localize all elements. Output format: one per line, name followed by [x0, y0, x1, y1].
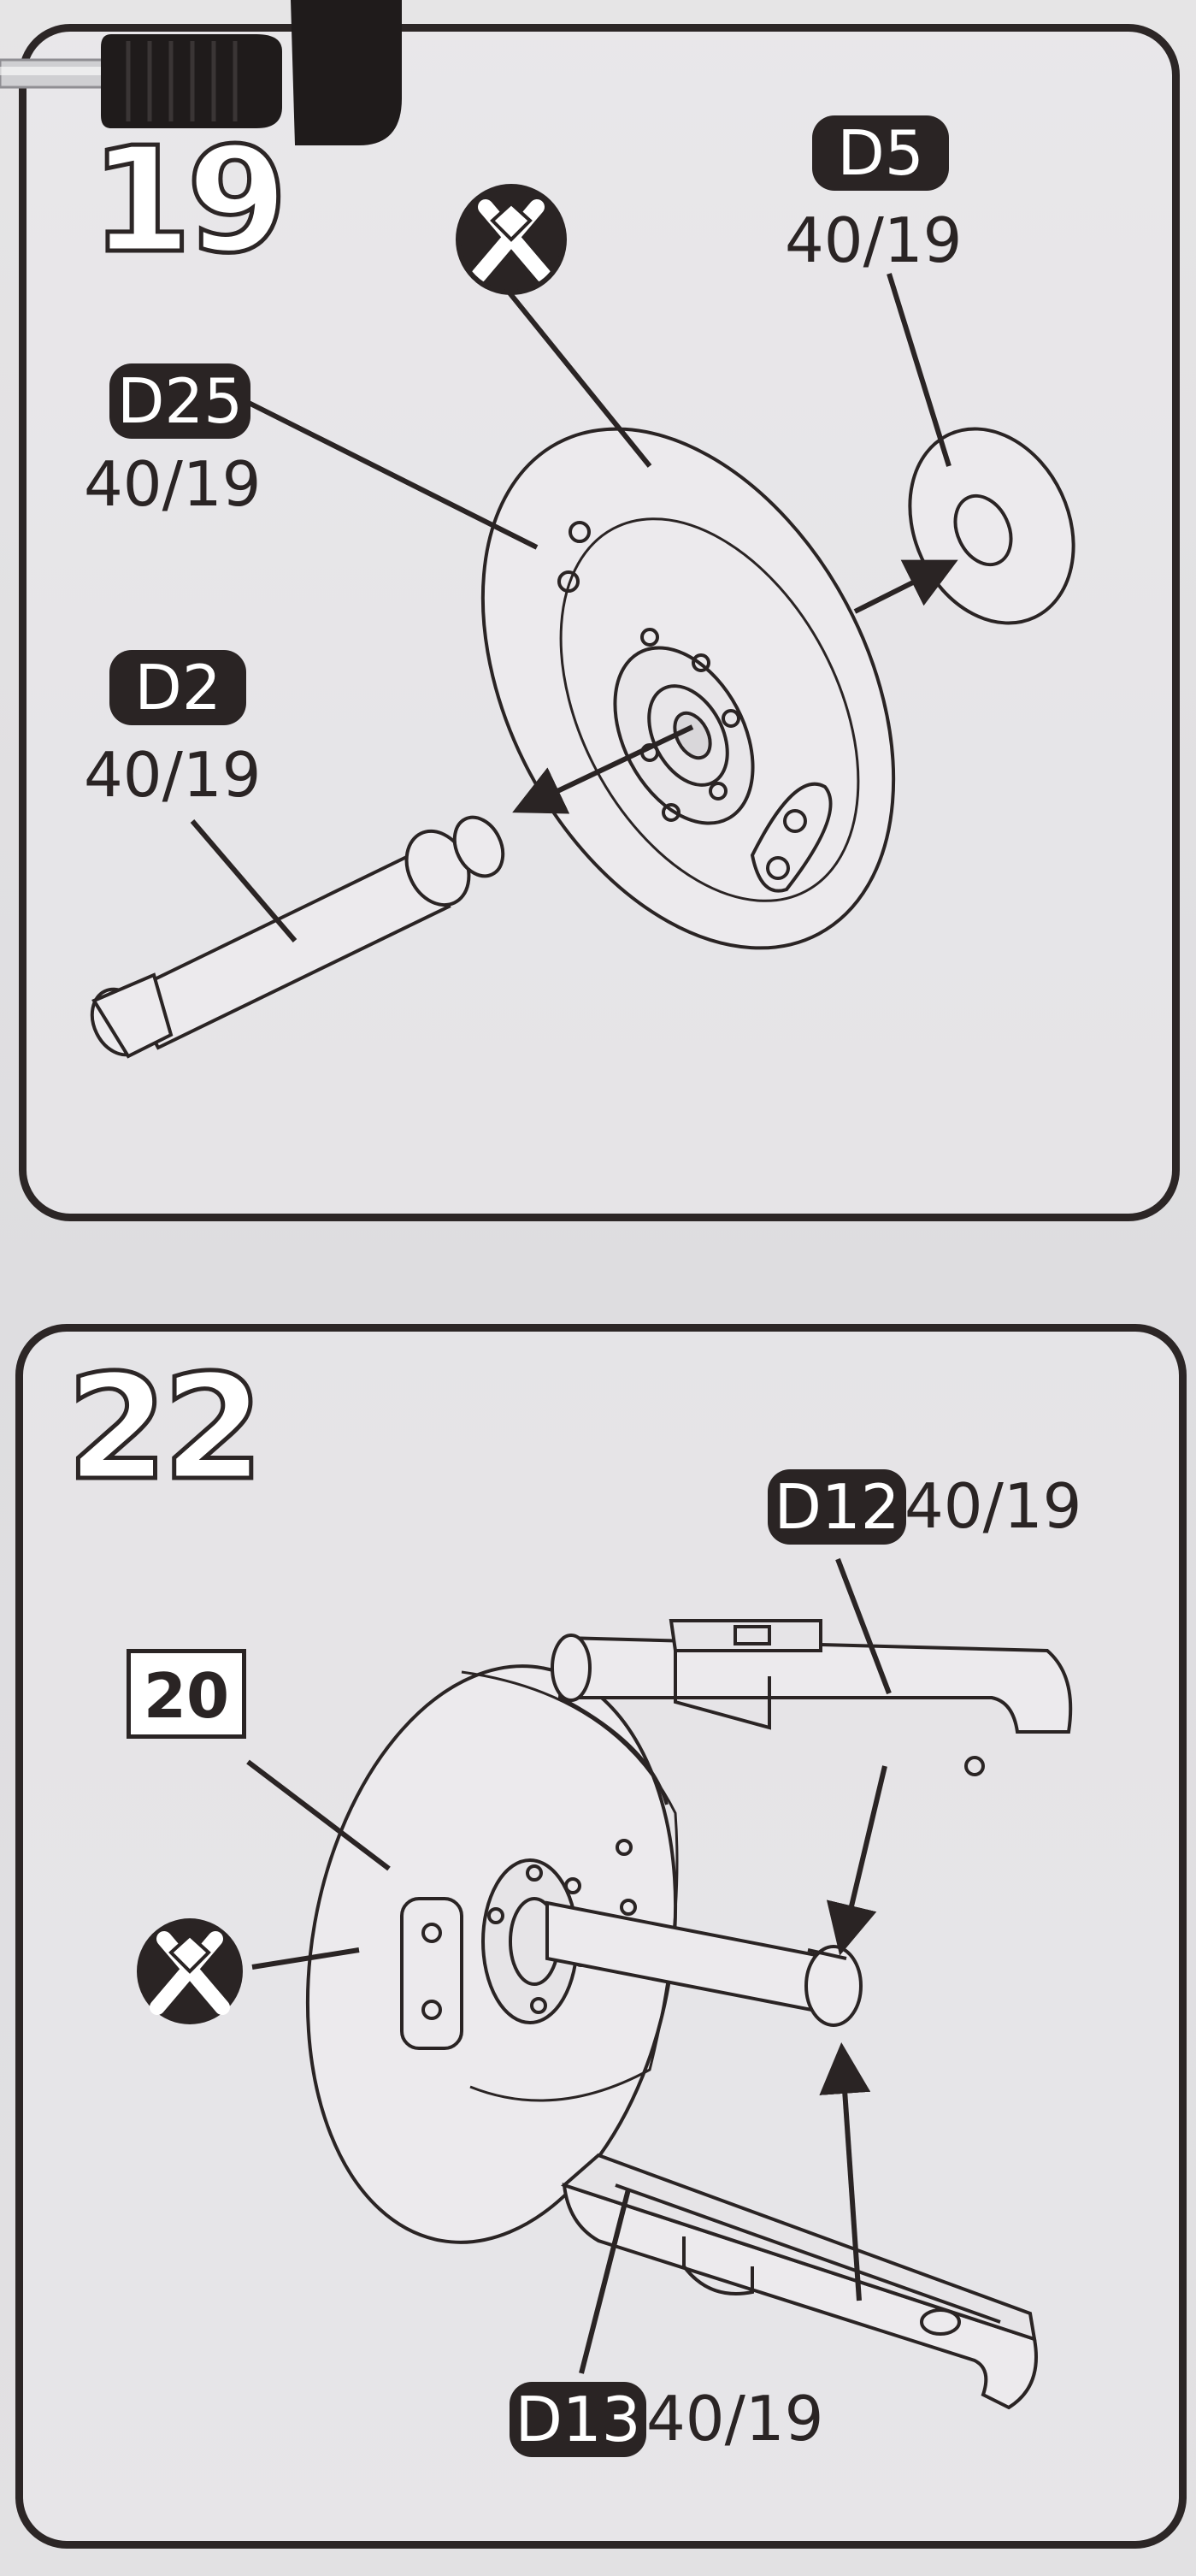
- housing-d13: [561, 2153, 1038, 2410]
- no-glue-icon: [456, 184, 567, 295]
- reference-step-box: 20: [127, 1649, 246, 1739]
- part-badge-d12: D12: [768, 1469, 906, 1545]
- part-badge-d5: D5: [812, 115, 949, 191]
- no-glue-icon: [137, 1918, 243, 2024]
- part-ref-d5: 40/19: [785, 204, 963, 276]
- step-22-drawing: [246, 1557, 1073, 2410]
- washer-d5: [908, 427, 1075, 625]
- part-badge-d25: D25: [109, 363, 250, 439]
- assembled-wheel: [305, 1664, 679, 2244]
- wheel-disc: [480, 427, 896, 950]
- part-ref-d13: 40/19: [646, 2383, 824, 2455]
- hex-key-tool: [0, 0, 402, 145]
- step-number: 22: [65, 1344, 267, 1513]
- part-badge-d13: D13: [510, 2382, 646, 2457]
- part-ref-d25: 40/19: [84, 448, 262, 520]
- part-badge-d2: D2: [109, 650, 246, 725]
- axle-d2: [90, 815, 505, 1059]
- part-ref-d12: 40/19: [904, 1470, 1082, 1542]
- step-number: 19: [89, 116, 291, 286]
- step-19-drawing: [90, 273, 1075, 1059]
- housing-d12: [551, 1619, 1073, 1805]
- part-ref-d2: 40/19: [84, 739, 262, 811]
- axle-shaft: [545, 1900, 863, 2027]
